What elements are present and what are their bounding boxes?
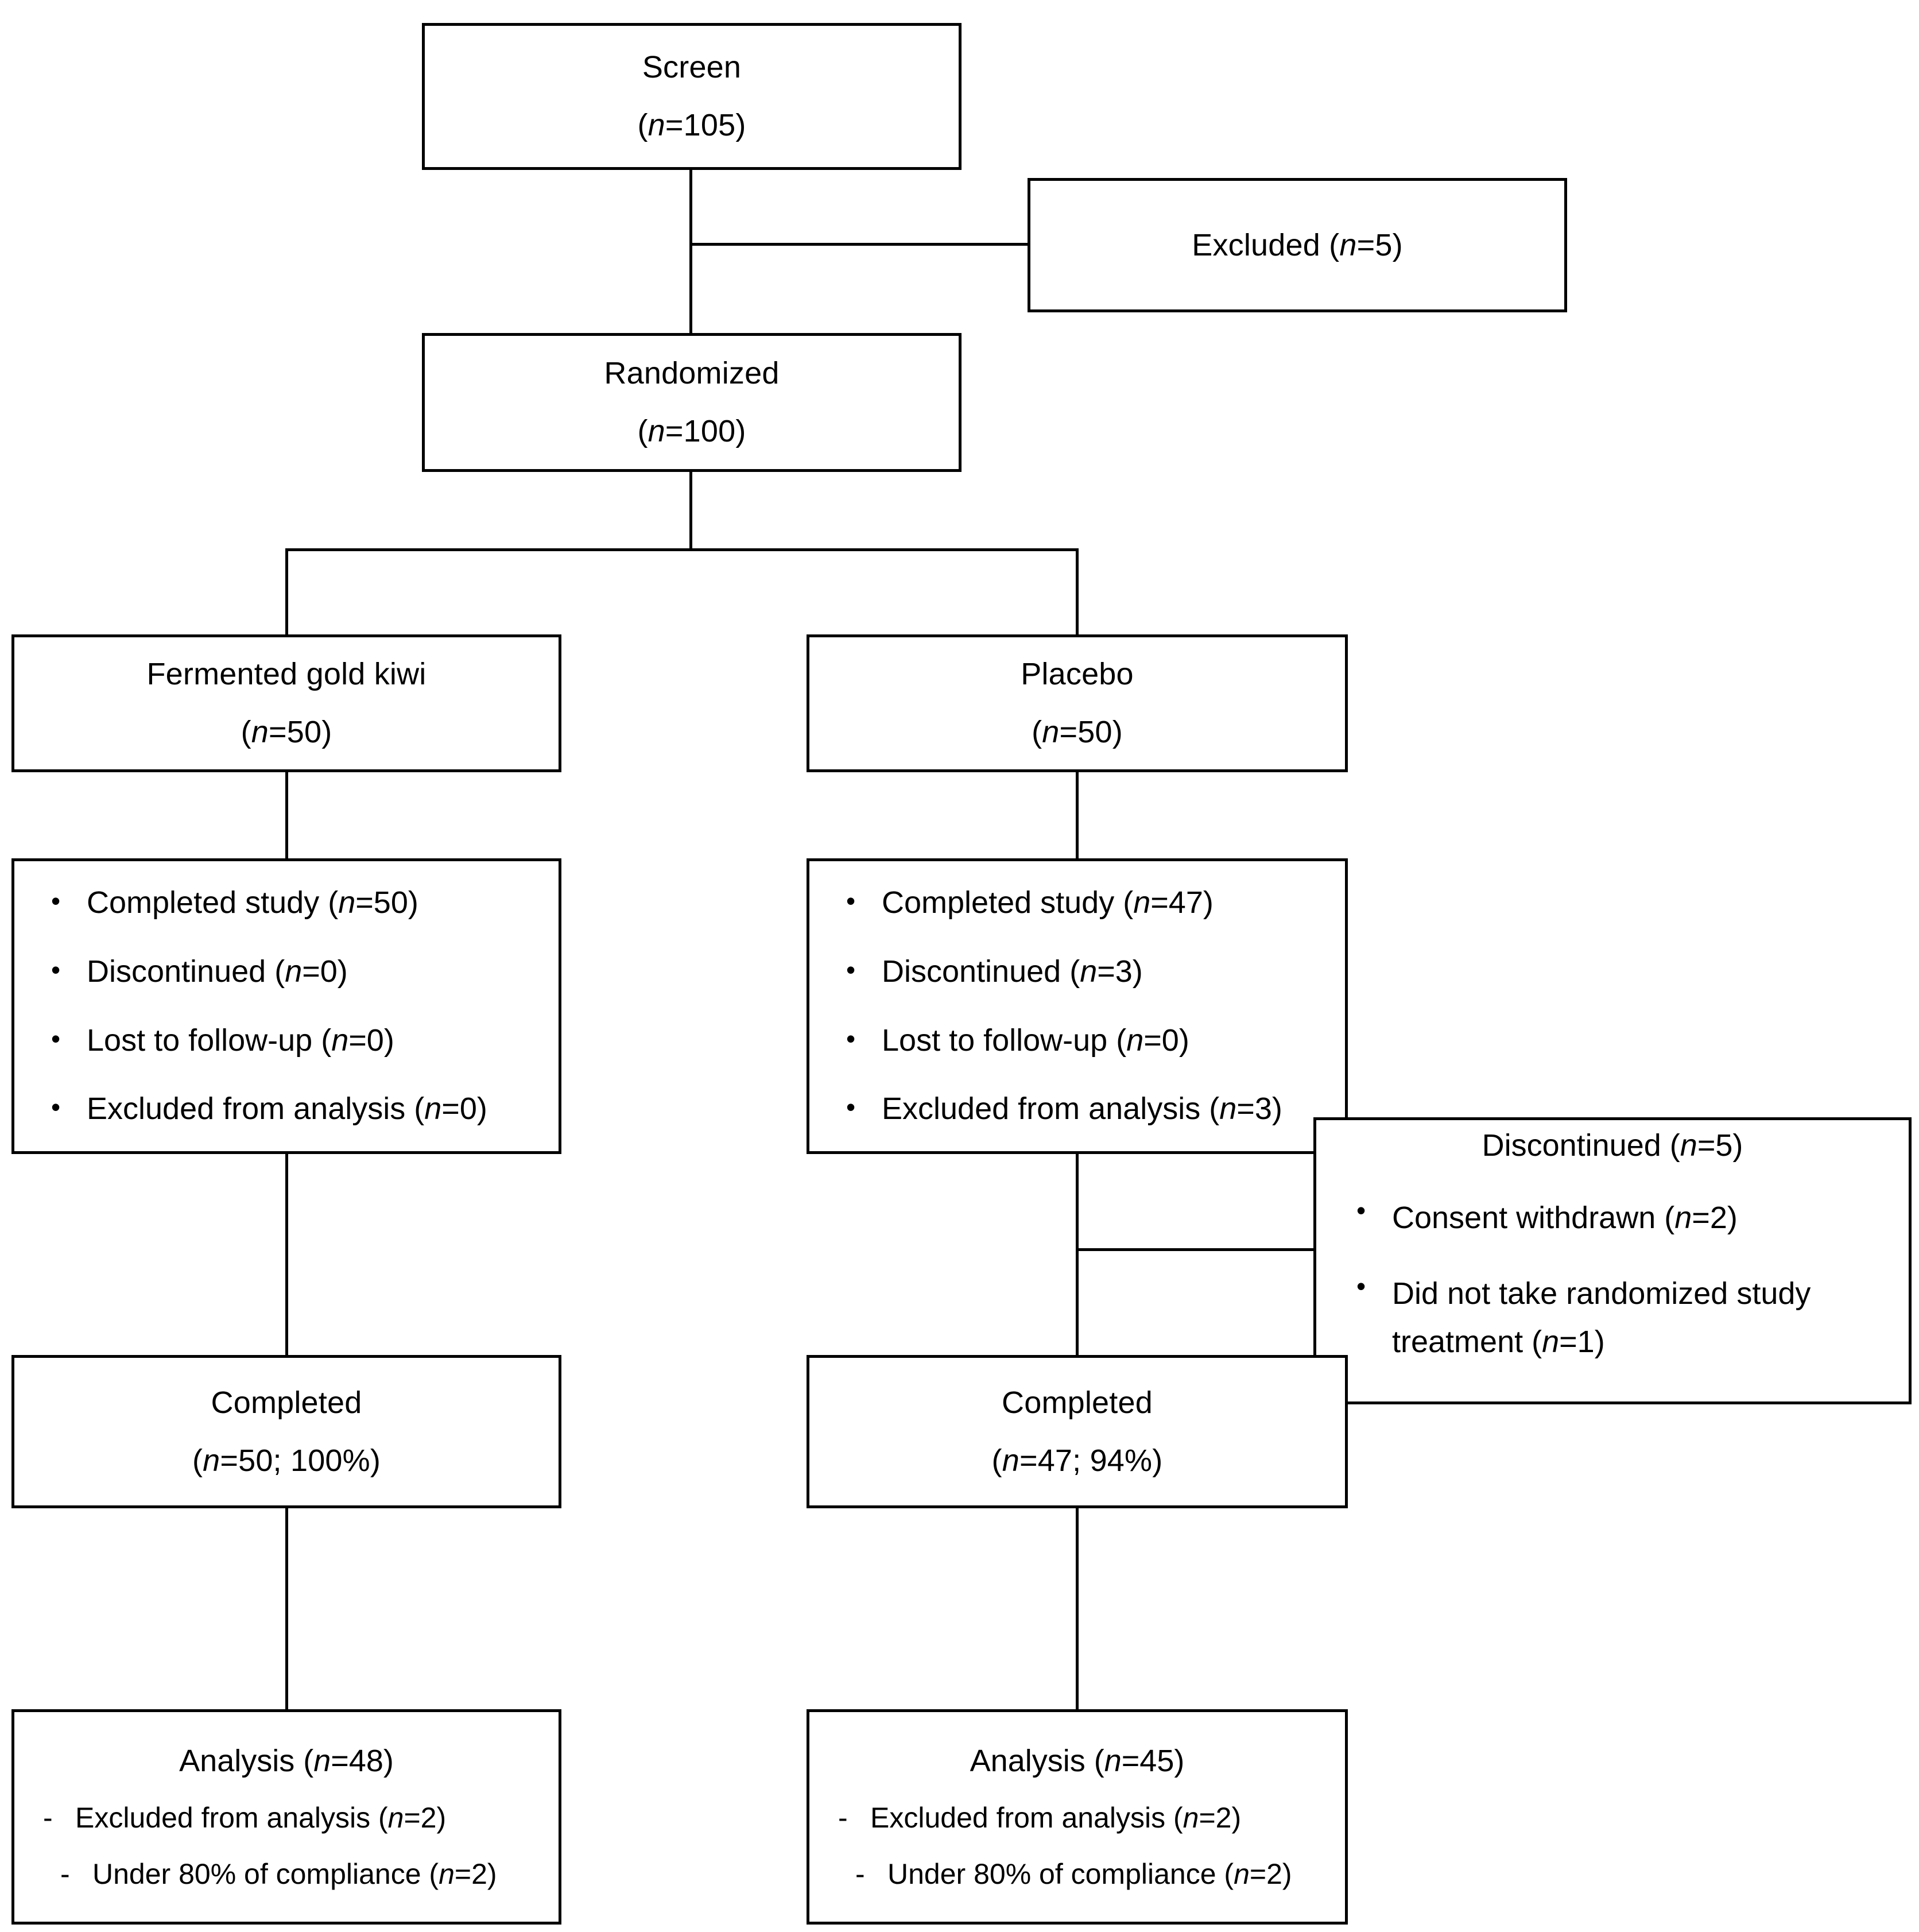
node-arm-treatment: Fermented gold kiwi (n=50) xyxy=(11,634,561,772)
node-excluded: Excluded (n=5) xyxy=(1028,178,1567,312)
list-item-text: Excluded from analysis (n=0) xyxy=(87,1091,487,1126)
bullet-dot-icon: • xyxy=(51,886,61,916)
list-item: • Did not take randomized study treatment… xyxy=(1339,1270,1886,1366)
connector-split-to-treatment-arm xyxy=(285,548,288,634)
list-item: • Discontinued (n=3) xyxy=(809,954,1345,990)
connector-placebo-arm-to-followup xyxy=(1076,772,1079,858)
list-item-text: Lost to follow-up (n=0) xyxy=(882,1023,1189,1058)
list-item: • Completed study (n=47) xyxy=(809,885,1345,922)
list-item-text: Under 80% of compliance (n=2) xyxy=(887,1857,1292,1890)
bullet-dot-icon: • xyxy=(846,954,856,985)
node-treatment-analysis: Analysis (n=48) -Excluded from analysis … xyxy=(11,1709,561,1925)
list-item: • Discontinued (n=0) xyxy=(14,954,559,990)
dash-icon: - xyxy=(855,1857,865,1890)
connector-treatment-followup-to-completed xyxy=(285,1154,288,1355)
connector-placebo-followup-to-completed xyxy=(1076,1154,1079,1355)
arm-placebo-count: (n=50) xyxy=(1032,715,1123,749)
bullet-dot-icon: • xyxy=(1356,1271,1366,1302)
node-placebo-analysis: Analysis (n=45) -Excluded from analysis … xyxy=(807,1709,1348,1925)
connector-treatment-completed-to-analysis xyxy=(285,1508,288,1709)
bullet-dot-icon: • xyxy=(846,1092,856,1122)
treatment-analysis-title: Analysis (n=48) xyxy=(179,1744,394,1778)
node-arm-placebo: Placebo (n=50) xyxy=(807,634,1348,772)
list-item: -Excluded from analysis (n=2) xyxy=(809,1802,1345,1835)
excluded-label: Excluded (n=5) xyxy=(1192,227,1403,262)
randomized-count: (n=100) xyxy=(637,414,746,448)
list-item: • Excluded from analysis (n=0) xyxy=(14,1091,559,1128)
dash-icon: - xyxy=(838,1802,848,1834)
connector-screen-to-randomized xyxy=(689,170,692,333)
node-randomized: Randomized (n=100) xyxy=(422,333,962,472)
discontinued-detail-heading: Discontinued (n=5) xyxy=(1482,1128,1743,1163)
connector-split-to-placebo-arm xyxy=(1076,548,1079,634)
treatment-followup-list: • Completed study (n=50) • Discontinued (n… xyxy=(14,885,559,1128)
node-placebo-completed: Completed (n=47; 94%) xyxy=(807,1355,1348,1508)
treatment-completed-count: (n=50; 100%) xyxy=(192,1443,381,1478)
list-item-text: Excluded from analysis (n=3) xyxy=(882,1091,1282,1126)
treatment-completed-label: Completed xyxy=(211,1385,362,1420)
list-item: -Excluded from analysis (n=2) xyxy=(14,1802,559,1835)
list-item: • Consent withdrawn (n=2) xyxy=(1339,1194,1886,1242)
list-item-text: Discontinued (n=3) xyxy=(882,954,1143,989)
connector-split-bar xyxy=(285,548,1079,551)
list-item-text: Consent withdrawn (n=2) xyxy=(1392,1201,1738,1236)
node-discontinued-detail: Discontinued (n=5) • Consent withdrawn (n… xyxy=(1313,1117,1912,1404)
screen-count: (n=105) xyxy=(637,108,746,142)
connector-treatment-arm-to-followup xyxy=(285,772,288,858)
bullet-dot-icon: • xyxy=(51,1023,61,1054)
connector-placebo-to-discontinued-detail xyxy=(1076,1248,1316,1251)
placebo-completed-count: (n=47; 94%) xyxy=(991,1443,1163,1478)
screen-label: Screen xyxy=(642,50,742,85)
arm-treatment-label: Fermented gold kiwi xyxy=(146,657,427,692)
list-item-text: Did not take randomized study treatment … xyxy=(1392,1276,1811,1359)
list-item: • Lost to follow-up (n=0) xyxy=(809,1023,1345,1059)
list-item-text: Excluded from analysis (n=2) xyxy=(870,1802,1242,1834)
list-item-text: Under 80% of compliance (n=2) xyxy=(92,1857,497,1890)
arm-treatment-count: (n=50) xyxy=(241,715,332,749)
placebo-analysis-list: -Excluded from analysis (n=2) -Under 80%… xyxy=(809,1802,1345,1891)
arm-placebo-label: Placebo xyxy=(1021,657,1134,692)
bullet-dot-icon: • xyxy=(51,954,61,985)
list-item-text: Excluded from analysis (n=2) xyxy=(75,1802,447,1834)
node-placebo-followup: • Completed study (n=47) • Discontinued (n… xyxy=(807,858,1348,1154)
list-item-text: Lost to follow-up (n=0) xyxy=(87,1023,394,1058)
randomized-label: Randomized xyxy=(604,356,780,391)
node-treatment-followup: • Completed study (n=50) • Discontinued (n… xyxy=(11,858,561,1154)
placebo-analysis-title: Analysis (n=45) xyxy=(970,1744,1185,1778)
list-item: -Under 80% of compliance (n=2) xyxy=(14,1858,559,1891)
list-item-text: Discontinued (n=0) xyxy=(87,954,348,989)
bullet-dot-icon: • xyxy=(846,886,856,916)
dash-icon: - xyxy=(43,1802,53,1834)
bullet-dot-icon: • xyxy=(51,1092,61,1122)
list-item: • Excluded from analysis (n=3) xyxy=(809,1091,1345,1128)
bullet-dot-icon: • xyxy=(846,1023,856,1054)
list-item-text: Completed study (n=50) xyxy=(87,885,418,920)
treatment-analysis-list: -Excluded from analysis (n=2) -Under 80%… xyxy=(14,1802,559,1891)
connector-screen-to-excluded xyxy=(689,243,1029,246)
connector-placebo-completed-to-analysis xyxy=(1076,1508,1079,1709)
dash-icon: - xyxy=(60,1857,70,1890)
placebo-followup-list: • Completed study (n=47) • Discontinued (n… xyxy=(809,885,1345,1128)
placebo-completed-label: Completed xyxy=(1002,1385,1153,1420)
discontinued-detail-list: • Consent withdrawn (n=2) • Did not take r… xyxy=(1339,1194,1886,1393)
bullet-dot-icon: • xyxy=(1356,1195,1366,1226)
list-item: • Lost to follow-up (n=0) xyxy=(14,1023,559,1059)
list-item: -Under 80% of compliance (n=2) xyxy=(809,1858,1345,1891)
node-screen: Screen (n=105) xyxy=(422,23,962,170)
list-item: • Completed study (n=50) xyxy=(14,885,559,922)
node-treatment-completed: Completed (n=50; 100%) xyxy=(11,1355,561,1508)
list-item-text: Completed study (n=47) xyxy=(882,885,1214,920)
connector-randomized-trunk xyxy=(689,472,692,549)
